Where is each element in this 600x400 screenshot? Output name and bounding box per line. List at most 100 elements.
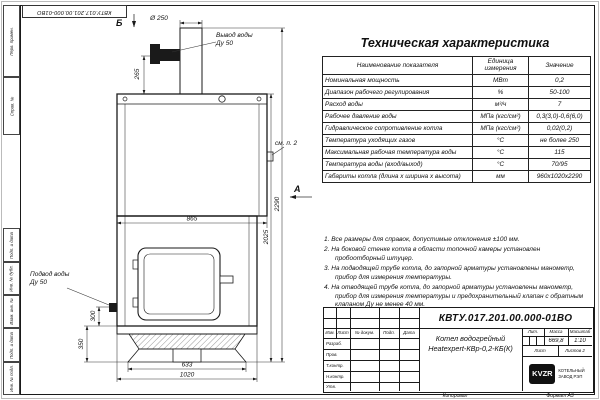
rev-col-dokum: № докум. <box>354 330 375 335</box>
lit-label: Лит. <box>527 329 539 334</box>
scale-value: 1:10 <box>574 337 586 344</box>
manufacturer-name: КОТЕЛЬНЫЙ ЗАВОД РЭП <box>558 368 584 379</box>
param-value: 0,3(3,0)-0,6(6,0) <box>528 109 591 123</box>
note-item: 4. На отводящей трубе котла, до запорной… <box>324 284 584 309</box>
product-name-line2: Heatexpert-КВр-0,2-КБ(К) <box>428 343 513 353</box>
water-outlet-label: Вывод воды <box>216 31 253 39</box>
param-value: 70/95 <box>528 157 591 171</box>
furnace-door <box>137 247 221 321</box>
scale-label: Масштаб <box>569 329 591 334</box>
param-value: 50-100 <box>528 85 591 99</box>
copied-label: Копировал <box>442 393 468 399</box>
dimension-lines <box>66 14 312 382</box>
param-value: 960х1020х2290 <box>528 169 591 183</box>
param-value: 0,2 <box>528 73 591 87</box>
dim-350: 350 <box>78 338 85 349</box>
drawing-frame <box>20 5 595 395</box>
manufacturer-line1: КОТЕЛЬНЫЙ <box>558 368 585 374</box>
frame-cell-podp-data-2: Подп. и дата <box>3 328 20 362</box>
boiler-outline <box>109 27 274 363</box>
manufacturer-logo: KVZR КОТЕЛЬНЫЙ ЗАВОД РЭП <box>523 357 591 390</box>
mass-label: Масса <box>549 329 563 334</box>
frame-cell-label: Справ. № <box>9 96 14 116</box>
col-header-name: Наименование показателя <box>322 56 473 75</box>
param-unit: м³/ч <box>472 97 529 111</box>
param-name: Диапазон рабочего регулирования <box>322 85 473 99</box>
rev-col-podp: Подп. <box>383 330 395 335</box>
notes-list: 1. Все размеры для справок, допустимые о… <box>324 236 590 312</box>
water-outlet-elbow <box>150 44 180 64</box>
door-hinge-bottom <box>132 297 139 308</box>
rev-col-list: Лист <box>337 330 349 335</box>
base-plate <box>116 325 258 335</box>
sheet-label: Лист <box>534 348 546 353</box>
water-inlet-label: Подвод воды <box>30 270 70 278</box>
table-row: Габариты котла (длина х ширина х высота)… <box>322 169 591 183</box>
col-header-unit: Единица измерения <box>472 56 529 75</box>
view-label-a: А <box>293 184 301 194</box>
frame-cell-podp-data-1: Подп. и дата <box>3 228 20 262</box>
water-inlet-size: Ду 50 <box>29 279 47 286</box>
dim-1020: 1020 <box>180 372 195 379</box>
param-unit: °С <box>472 145 529 159</box>
chimney <box>179 27 203 95</box>
see-note-label: см. п. 2 <box>275 140 298 147</box>
boiler-drawing: Б А Ø 250 Вывод воды Ду 50 Подвод воды Д… <box>29 14 312 382</box>
param-unit: °С <box>472 133 529 147</box>
frame-cell-perv-primen: Перв. примен. <box>3 5 20 77</box>
bolt-left <box>122 96 128 102</box>
frame-cell-inv-podl: Инв. № подл. <box>3 362 20 395</box>
mass-value: 669,8 <box>548 337 564 344</box>
product-name-line1: Котел водогрейный <box>435 334 506 343</box>
role-prov: Пров. <box>326 352 338 357</box>
water-outlet-size: Ду 50 <box>215 40 233 47</box>
base-pedestal <box>128 333 246 350</box>
role-utv: Утв. <box>326 384 336 389</box>
param-name: Номинальная мощность <box>322 73 473 87</box>
sheets-label-value: Листов 2 <box>558 348 592 353</box>
param-name: Максимальная рабочая температура воды <box>322 145 473 159</box>
doc-number: КВТУ.017.201.00.000-01ВО <box>438 312 573 324</box>
upper-body <box>116 93 268 217</box>
chimney-diameter-label: Ø 250 <box>149 15 168 22</box>
role-nkontr: Н.контр. <box>326 374 345 379</box>
manufacturer-line2: ЗАВОД РЭП <box>558 373 583 379</box>
tech-characteristics-title: Техническая характеристика <box>360 36 550 50</box>
tech-characteristics-table: Наименование показателя Единица измерени… <box>322 56 591 183</box>
door-hinge-top <box>132 259 139 270</box>
table-header-row: Наименование показателя Единица измерени… <box>322 56 591 75</box>
frame-cell-label: Перв. примен. <box>9 26 14 56</box>
title-block: Изм. Лист № докум. Подп. Дата Разраб. Пр… <box>323 307 594 393</box>
ash-box <box>172 348 202 363</box>
dim-865: 865 <box>187 216 198 223</box>
dim-2290: 2290 <box>274 196 281 212</box>
format-label: Формат А3 <box>546 393 574 399</box>
dim-633: 633 <box>182 362 193 369</box>
rev-col-data: Дата <box>403 330 415 335</box>
note-item: 2. На боковой стенке котла в области топ… <box>324 246 541 262</box>
frame-cell-vzam-inv: Взам. инв. № <box>3 295 20 328</box>
dim-2025: 2025 <box>263 229 270 245</box>
frame-cell-label: Подп. и дата <box>9 331 14 359</box>
param-value: 115 <box>528 145 591 159</box>
sampling-stub <box>266 151 274 162</box>
frame-cell-label: Инв. № дубл. <box>9 265 14 292</box>
frame-cell-label: Взам. инв. № <box>9 298 15 325</box>
door-handle <box>219 275 234 284</box>
bolt-right <box>256 96 262 102</box>
top-doc-number-stamp: КВТУ.017.201.00.000-01ВО <box>22 5 127 18</box>
param-unit: МПа (кгс/см²) <box>472 121 529 135</box>
sheets-label: Листов <box>565 348 582 353</box>
param-unit: МПа (кгс/см²) <box>472 109 529 123</box>
col-header-value: Значение <box>528 56 591 75</box>
frame-cell-inv-dubl: Инв. № дубл. <box>3 262 20 295</box>
view-label-b: Б <box>116 18 123 28</box>
